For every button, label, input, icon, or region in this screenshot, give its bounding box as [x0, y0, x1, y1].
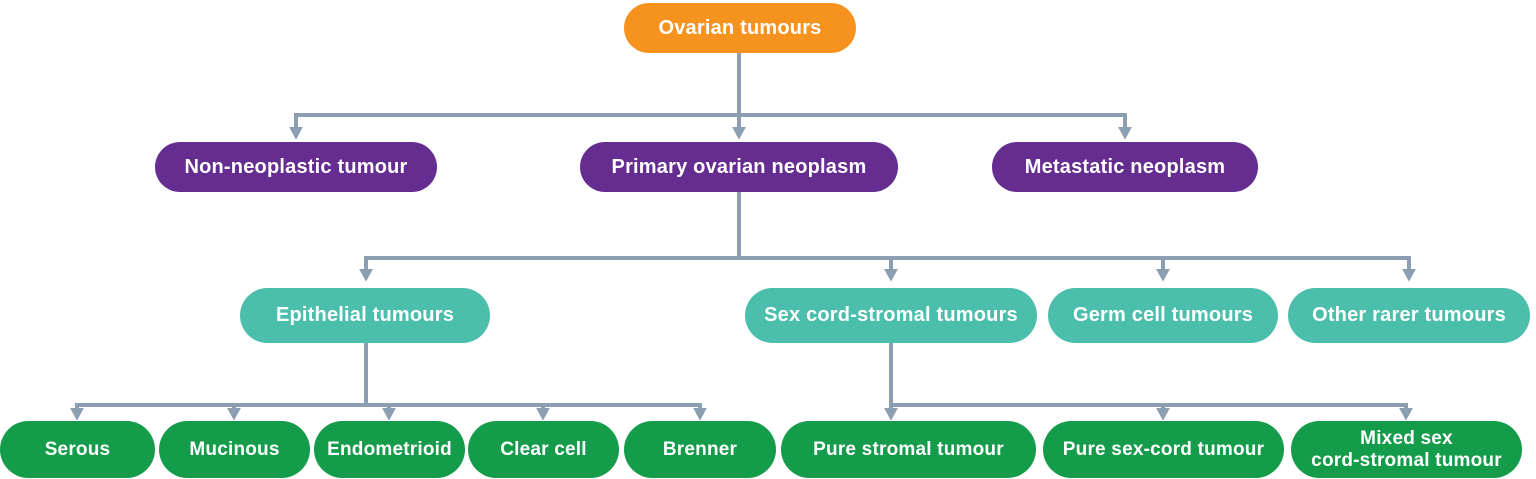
node-brenner: Brenner	[624, 421, 776, 478]
connector-primary-to-level2	[359, 192, 1416, 282]
node-endometrioid: Endometrioid	[314, 421, 465, 478]
node-non-neoplastic-tumour: Non-neoplastic tumour	[155, 142, 437, 192]
node-serous: Serous	[0, 421, 155, 478]
node-metastatic-neoplasm: Metastatic neoplasm	[992, 142, 1258, 192]
connector-epithelial-to-children	[70, 343, 707, 421]
node-primary-ovarian-neoplasm: Primary ovarian neoplasm	[580, 142, 898, 192]
node-clear-cell: Clear cell	[468, 421, 619, 478]
node-pure-sex-cord-tumour: Pure sex-cord tumour	[1043, 421, 1284, 478]
node-mucinous: Mucinous	[159, 421, 310, 478]
connector-root-to-level1	[289, 53, 1132, 140]
connector-sexcord-to-children	[884, 343, 1413, 421]
node-pure-stromal-tumour: Pure stromal tumour	[781, 421, 1036, 478]
node-ovarian-tumours: Ovarian tumours	[624, 3, 856, 53]
node-other-rarer-tumours: Other rarer tumours	[1288, 288, 1530, 343]
node-germ-cell-tumours: Germ cell tumours	[1048, 288, 1278, 343]
node-sex-cord-stromal-tumours: Sex cord-stromal tumours	[745, 288, 1037, 343]
node-mixed-sex-cord-stromal-tumour: Mixed sex cord-stromal tumour	[1291, 421, 1522, 478]
node-epithelial-tumours: Epithelial tumours	[240, 288, 490, 343]
